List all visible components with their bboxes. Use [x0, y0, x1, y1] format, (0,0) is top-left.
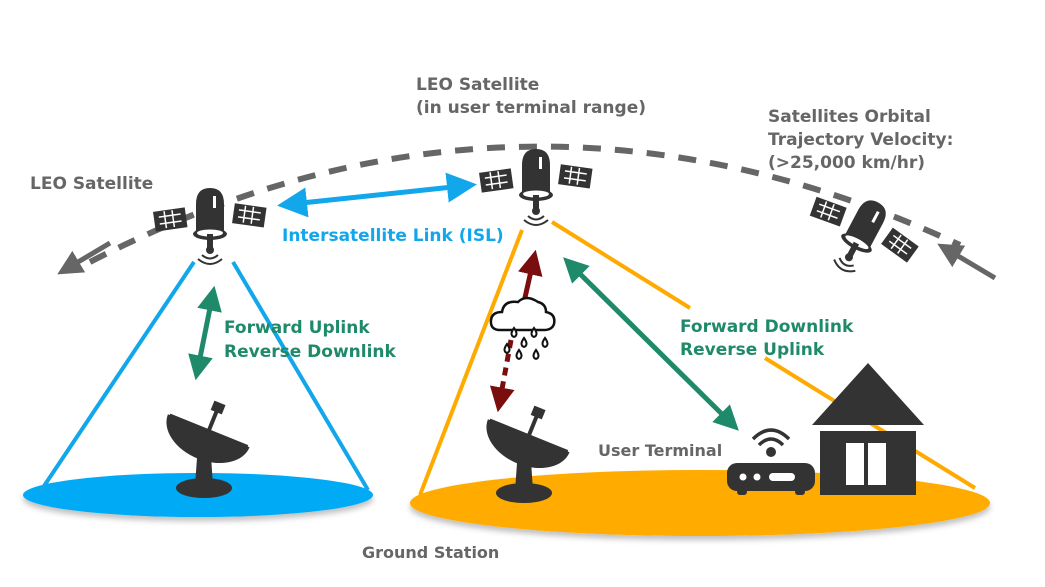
label-user-terminal: User Terminal [598, 441, 722, 460]
wifi-router-icon [727, 428, 815, 495]
gateway-beam-right [231, 260, 370, 492]
rain-uplink-arrow [518, 249, 543, 303]
user-beam-left [418, 229, 524, 496]
label-user-link-line2: Reverse Uplink [680, 340, 825, 360]
label-user-link-line1: Forward Downlink [680, 317, 854, 337]
label-ground-station: Ground Station [362, 543, 499, 562]
user-link-arrow [563, 257, 739, 431]
label-isl: Intersatellite Link (ISL) [282, 226, 504, 246]
orbit-direction-arrow-right [937, 243, 997, 281]
label-leo-satellite-left: LEO Satellite [30, 174, 153, 194]
gateway-link-arrow [188, 285, 222, 381]
rain-cloud-icon [489, 296, 556, 361]
rain-downlink-arrow [489, 339, 515, 413]
label-leo-satellite-center-line2: (in user terminal range) [416, 98, 646, 118]
gateway-beam-left [38, 260, 196, 494]
house-icon [812, 363, 924, 495]
isl-arrow [277, 172, 477, 218]
label-gateway-link-line2: Reverse Downlink [224, 342, 397, 362]
satellite-icon-left [152, 187, 268, 265]
user-beam-right-upper [550, 220, 692, 310]
orbit-direction-arrow-left [57, 240, 112, 275]
label-leo-satellite-center-line1: LEO Satellite [416, 75, 539, 95]
satellite-icon-right [791, 174, 929, 298]
label-gateway-link-line1: Forward Uplink [224, 318, 370, 338]
satellite-icon-center [478, 148, 594, 226]
label-orbit-line3: (>25,000 km/hr) [768, 153, 925, 173]
label-orbit-line2: Trajectory Velocity: [768, 130, 953, 150]
label-orbit-line1: Satellites Orbital [768, 107, 931, 127]
